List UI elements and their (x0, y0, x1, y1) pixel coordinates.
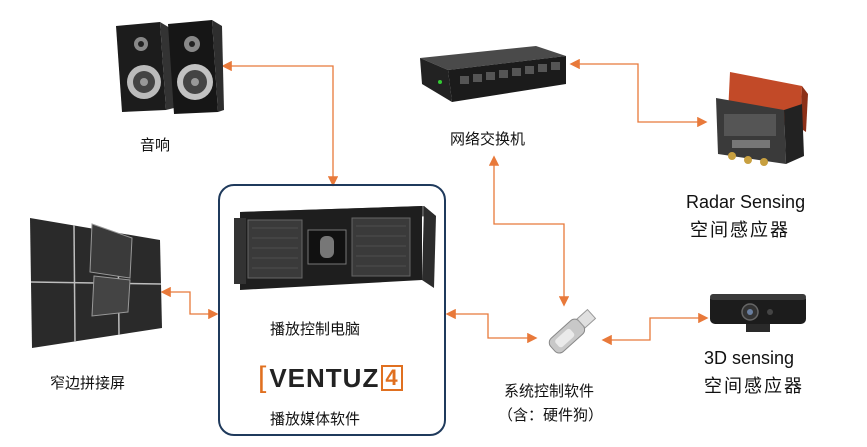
sensor3d-label-en: 3D sensing (704, 348, 795, 368)
radar-label-cn: 空间感应器 (690, 220, 790, 241)
usb-dongle-icon (548, 308, 597, 354)
control-software-label: 系统控制软件 (504, 382, 595, 400)
videowall-label: 窄边拼接屏 (50, 374, 126, 392)
link-switch-dongle (488, 155, 570, 307)
playback-system-box (218, 184, 446, 436)
link-switch-radar (569, 58, 708, 128)
switch-label: 网络交换机 (450, 130, 526, 148)
link-speakers-pc (221, 60, 339, 187)
link-pc-dongle (445, 308, 538, 344)
link-dongle-3d (601, 312, 709, 346)
pc-label: 播放控制电脑 (270, 320, 361, 338)
control-software-dongle-label: （含：硬件狗） (498, 406, 604, 424)
radar-sensor-icon (716, 72, 808, 166)
media-software-label: 播放媒体软件 (270, 410, 361, 428)
sensor3d-label-cn: 空间感应器 (704, 376, 804, 397)
network-switch-icon (420, 46, 566, 102)
link-wall-pc (160, 286, 219, 320)
3d-camera-icon (710, 294, 806, 332)
speakers-label: 音响 (140, 136, 171, 154)
radar-label-en: Radar Sensing (686, 192, 806, 212)
rack-pc-icon (234, 206, 436, 290)
speakers-icon (116, 20, 224, 114)
video-wall-icon (30, 218, 162, 348)
